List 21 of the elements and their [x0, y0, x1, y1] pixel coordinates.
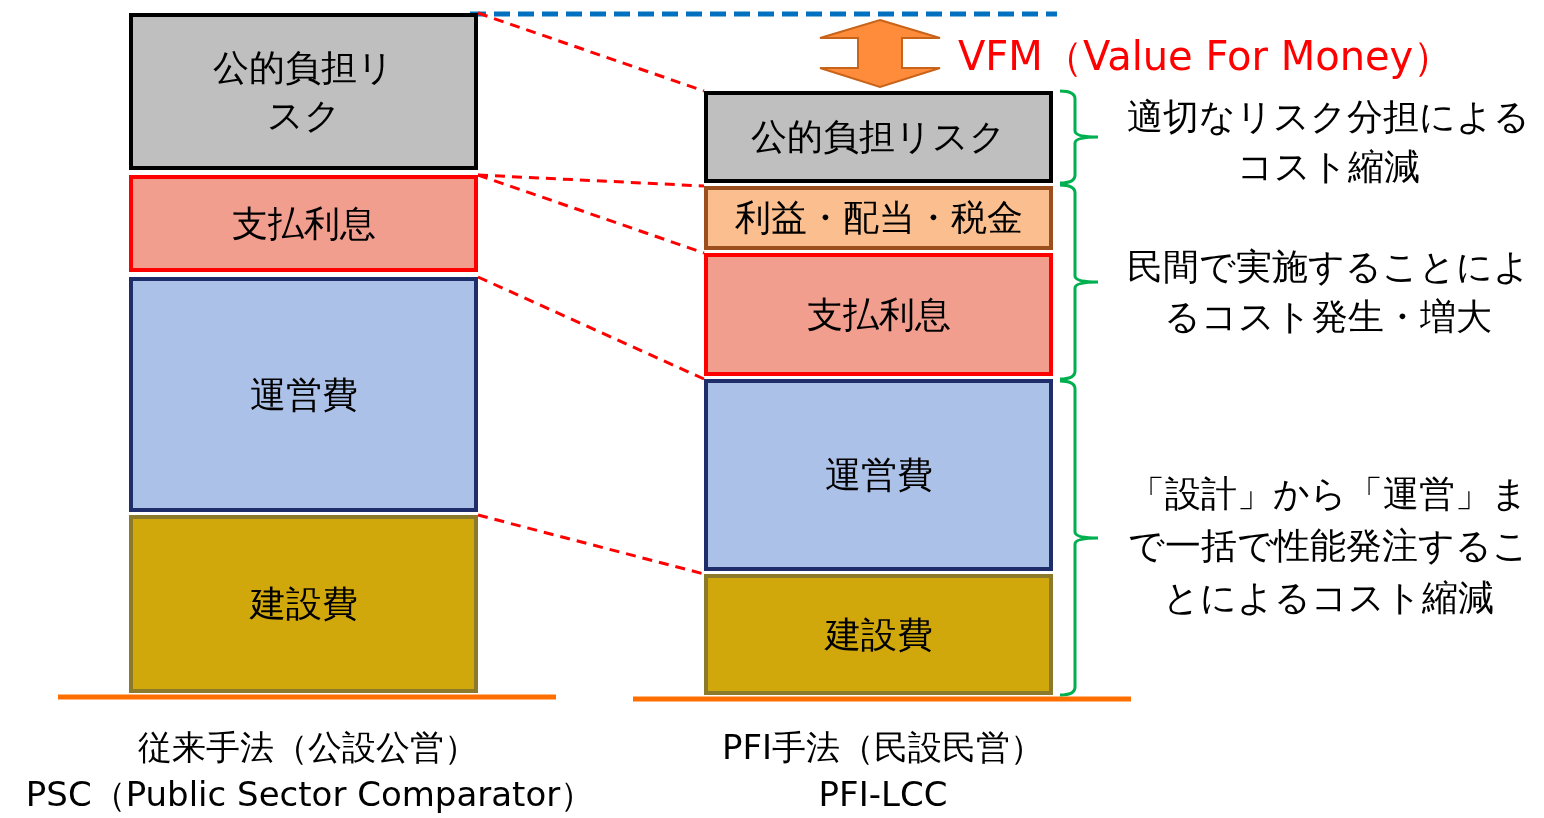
cost-block: 支払利息 — [129, 175, 478, 272]
text-label: 「設計」から「運営」まで一括で性能発注することによるコスト縮減 — [1126, 472, 1530, 620]
cost-block: 公的負担リスク — [129, 13, 478, 170]
text-label: VFM（Value For Money） — [958, 32, 1454, 81]
text-label: PFI-LCC — [817, 773, 949, 816]
cost-block: 運営費 — [704, 379, 1053, 571]
dashed-connector — [477, 173, 705, 255]
text-label: PFI手法（民設民営） — [720, 726, 1046, 769]
cost-block: 運営費 — [129, 277, 478, 512]
cost-block: 利益・配当・税金 — [704, 186, 1053, 250]
text-label: 民間で実施することによるコスト発生・増大 — [1125, 245, 1531, 339]
dashed-connector — [477, 275, 705, 381]
text-label: 従来手法（公設公営） — [137, 726, 479, 769]
dashed-connector — [477, 513, 705, 576]
text-label: PSC（Public Sector Comparator） — [24, 773, 596, 816]
cost-block: 公的負担リスク — [704, 91, 1053, 183]
cost-block: 支払利息 — [704, 253, 1053, 376]
text-label: 適切なリスク分担によるコスト縮減 — [1125, 95, 1531, 189]
dashed-connector — [477, 11, 705, 93]
cost-block: 建設費 — [704, 574, 1053, 695]
cost-block: 建設費 — [129, 515, 478, 693]
